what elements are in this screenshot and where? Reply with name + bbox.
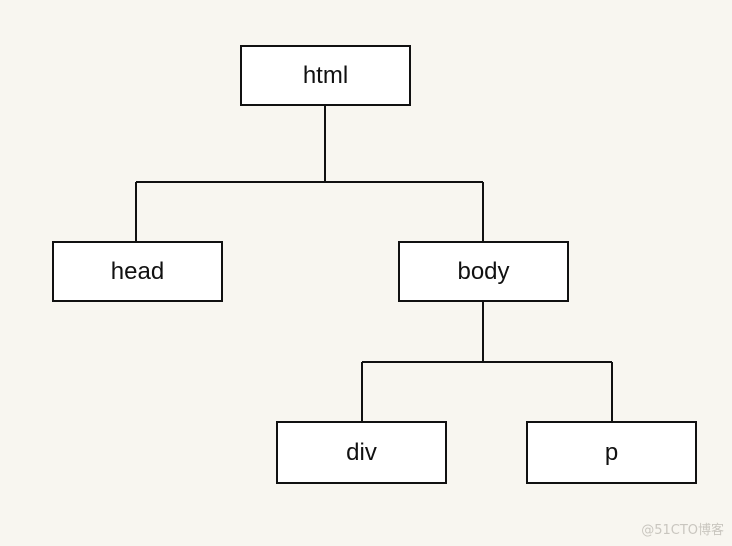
node-p: p xyxy=(526,421,697,484)
node-body-label: body xyxy=(457,257,510,285)
node-head: head xyxy=(52,241,223,302)
node-div: div xyxy=(276,421,447,484)
node-p-label: p xyxy=(604,438,619,466)
node-html: html xyxy=(240,45,411,106)
node-body: body xyxy=(398,241,569,302)
watermark: @51CTO博客 xyxy=(641,523,724,538)
node-html-label: html xyxy=(302,61,349,89)
node-head-label: head xyxy=(110,257,165,285)
node-div-label: div xyxy=(346,438,377,466)
